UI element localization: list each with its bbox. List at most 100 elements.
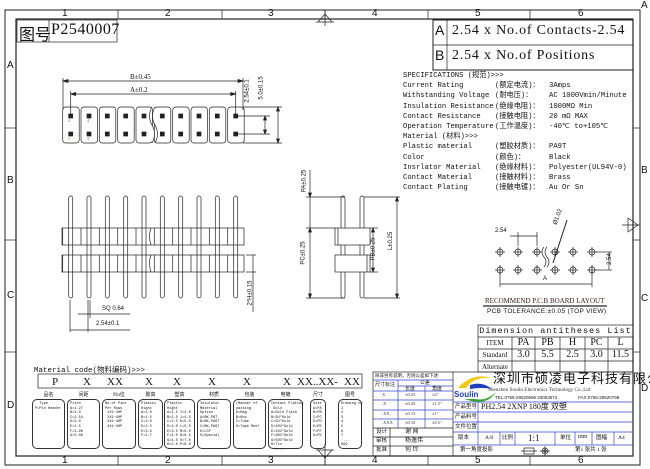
zone-label: C bbox=[7, 290, 15, 301]
tolerance-cell: ±1.5° bbox=[432, 401, 442, 406]
unit-label: 单位 bbox=[560, 435, 572, 441]
material-code-label: 胶高 bbox=[145, 393, 156, 398]
spec-row: Insrlator Material(绝缘材料)：Polyester(UL94V… bbox=[403, 163, 633, 173]
pin-square bbox=[141, 113, 147, 119]
zone-label: 3 bbox=[268, 455, 274, 466]
dim-width: 5.0±0.15 bbox=[258, 76, 265, 100]
spec-name: Insulation Resistance bbox=[403, 102, 494, 111]
top-view bbox=[61, 78, 282, 144]
pin-square bbox=[141, 131, 147, 137]
drawing-no-label: 图号 bbox=[19, 27, 52, 44]
spec-name-cn: (绝缘电阻)： bbox=[495, 102, 540, 111]
spec-name: Color bbox=[403, 153, 425, 162]
material-code-title: Material code(物料编码)>>> bbox=[34, 367, 146, 375]
dim-pa: PA±0.25 bbox=[301, 169, 308, 193]
inner-border bbox=[15, 18, 634, 457]
material-code-label: 电镀 bbox=[280, 393, 291, 398]
formula-b-letter: B bbox=[435, 47, 445, 63]
zone-label: A bbox=[641, 0, 648, 11]
dimension-cell: PB bbox=[541, 338, 554, 348]
centering-marks bbox=[316, 10, 640, 465]
dimension-cell: 3.0 bbox=[517, 350, 530, 360]
pcb-hole bbox=[513, 265, 523, 275]
spec-row: Plastic material(塑胶材质)：PA9T bbox=[403, 142, 633, 152]
size-label: 图幅 bbox=[596, 435, 608, 441]
material-code-label: 材质 bbox=[208, 393, 219, 398]
dim-a: A±0.2 bbox=[130, 86, 148, 94]
pin-square bbox=[104, 113, 110, 119]
housing-cell bbox=[80, 106, 98, 144]
pcb-layout-title: RECOMMEND P.C.B BOARD LAYOUT bbox=[485, 297, 605, 305]
drawing-no-box bbox=[16, 19, 118, 43]
spec-row: Contact Resistance(接触电阻)：20 mΩ MAX bbox=[403, 112, 633, 122]
model-value: PH2.54 2XNP 180度 双塑 bbox=[481, 402, 567, 411]
pin bbox=[86, 195, 92, 299]
material-code-label: 尺寸 bbox=[312, 393, 323, 398]
material-code-segment: X bbox=[83, 376, 91, 388]
tolerance-cell: ±0.20 bbox=[405, 401, 416, 406]
tolerance-cell: ±2° bbox=[432, 392, 439, 397]
company-name-cn: 深圳市硕凌电子科技有限公司 bbox=[493, 371, 650, 386]
pin bbox=[178, 195, 184, 299]
spec-name: Plastic material bbox=[403, 143, 473, 152]
pin-square bbox=[178, 113, 184, 119]
spec-row: Color(颜色)：Black bbox=[403, 153, 633, 163]
tolerance-cell: ±0.5° bbox=[432, 420, 442, 425]
projection-symbol-icon bbox=[521, 446, 550, 456]
scale-label: 比例 bbox=[502, 435, 514, 441]
pin-square bbox=[159, 131, 165, 137]
pcb-dim-pitch-y: 2.54 bbox=[606, 253, 613, 265]
pin bbox=[233, 195, 239, 299]
dimension-table-lines bbox=[477, 324, 634, 373]
material-code-label: 品名 bbox=[43, 393, 54, 398]
material-code-options: Plastic Hight A=1.5 I=4.0 B=2.0 J=4.5 C=… bbox=[164, 399, 195, 449]
material-code-options: Drawing no 1 2 3 4 5 6 7 .... 999 bbox=[338, 399, 363, 449]
pin-square bbox=[123, 131, 129, 137]
spec-value: PA9T bbox=[549, 143, 567, 152]
material-code-options: Type P=Pin Header bbox=[32, 399, 65, 449]
material-code-options: Pitch A=1.27 B=2.0 C=2.54 D=3.0 E=1.5 F=… bbox=[67, 399, 100, 449]
spec-value: Brass bbox=[549, 174, 571, 182]
pin-square bbox=[196, 131, 202, 137]
spec-name: Contact Plating bbox=[403, 184, 468, 193]
zone-label: 1 bbox=[62, 8, 68, 19]
spec-name-cn: (工作温度)： bbox=[495, 123, 540, 131]
zone-label: 6 bbox=[578, 455, 584, 466]
spec-value: AC 1000Vmin/Minute bbox=[549, 92, 627, 101]
approval-name: 杨逸伟 bbox=[405, 438, 424, 444]
pin-square bbox=[123, 113, 129, 119]
material-code-segment: XX bbox=[107, 376, 123, 388]
spec-name: Contact Material bbox=[403, 174, 473, 182]
dim-pc: PC±0.25 bbox=[300, 241, 307, 265]
spec-name-cn: (耐电压)： bbox=[495, 92, 533, 101]
material-title: Material (材料)>>> bbox=[403, 133, 478, 142]
pin-square bbox=[159, 113, 165, 119]
housing-cell bbox=[172, 106, 190, 144]
dimension-cell: PC bbox=[590, 338, 603, 348]
spec-name: Current Rating bbox=[403, 82, 464, 91]
spec-name-cn: (接触电阻)： bbox=[495, 112, 540, 121]
material-code-options: (Manner of packing A=Bag B=Box C=Tube D=… bbox=[233, 399, 266, 449]
tolerance-header: 长度 bbox=[405, 386, 416, 392]
tolerance-header: 角度 bbox=[432, 386, 443, 392]
dimension-cell: H bbox=[568, 338, 577, 348]
zone-label: 3 bbox=[268, 8, 274, 19]
approval-role: 审核 bbox=[376, 438, 388, 444]
pin-label: 3 bbox=[87, 136, 89, 141]
zone-label: B bbox=[7, 175, 14, 186]
zone-label: B bbox=[641, 165, 648, 176]
scale-value: 1:1 bbox=[528, 433, 540, 443]
spec-title: SPECIFICATIONS (规范)>>> bbox=[403, 72, 504, 80]
tolerance-col-header: 公差 bbox=[420, 380, 431, 386]
zone-label: D bbox=[7, 400, 15, 411]
dimension-cell: 3.0 bbox=[590, 350, 603, 360]
spec-value: 20 mΩ MAX bbox=[549, 112, 588, 121]
zone-label: 2 bbox=[165, 8, 171, 19]
housing-cell bbox=[117, 106, 135, 144]
material-code-options: Insulator Material Option A=BK-PBT B=BK-… bbox=[197, 399, 231, 449]
zone-label: 5 bbox=[475, 8, 481, 19]
housing-cell bbox=[208, 106, 227, 144]
zone-label: 5 bbox=[475, 455, 481, 466]
pin bbox=[196, 195, 202, 299]
zone-label: C bbox=[641, 293, 649, 304]
